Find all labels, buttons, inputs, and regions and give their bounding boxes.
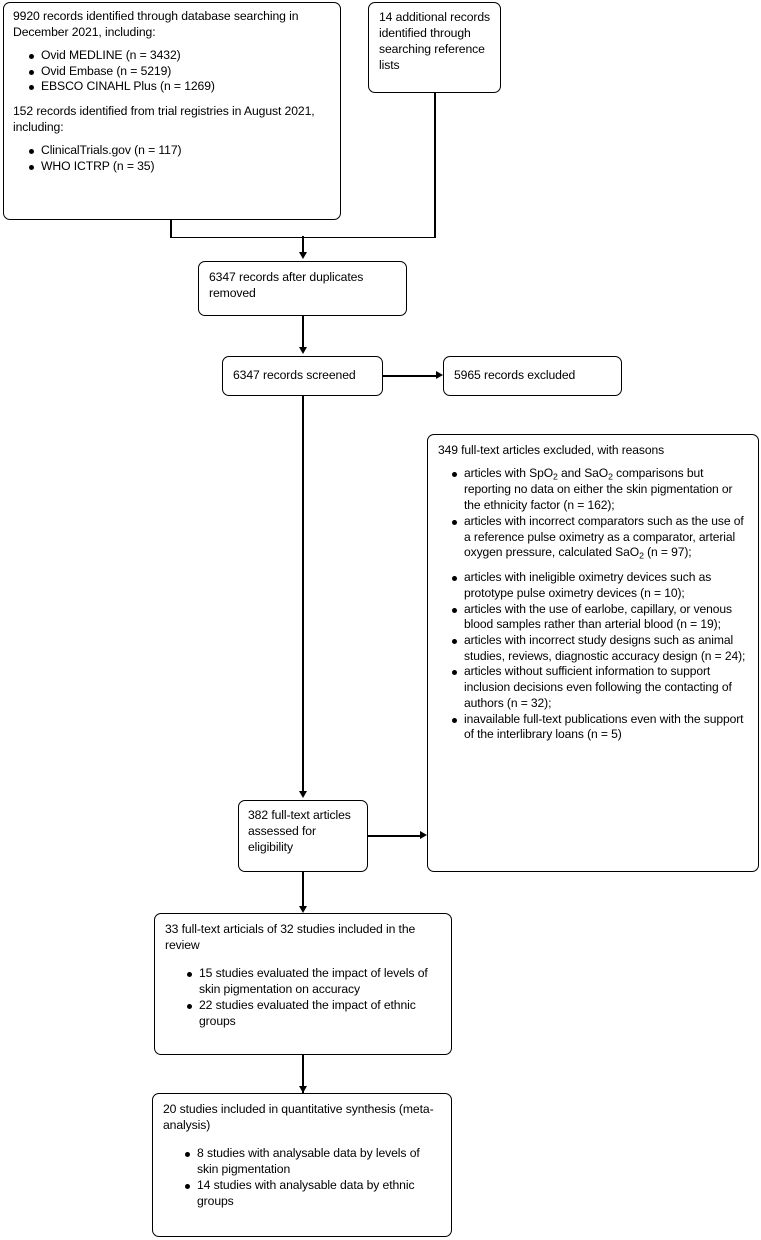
arrowhead-to-excluded xyxy=(436,371,443,379)
box-included-in-review: 33 full-text articials of 32 studies inc… xyxy=(154,913,452,1055)
records-screened-text: 6347 records screened xyxy=(233,368,356,383)
connector-screened-to-fulltext xyxy=(302,396,304,792)
list-item: ClinicalTrials.gov (n = 117) xyxy=(29,143,332,159)
list-item: WHO ICTRP (n = 35) xyxy=(29,159,332,175)
exclusion-reasons-list: articles with SpO2 and SaO2 comparisons … xyxy=(438,466,750,743)
list-item: Ovid Embase (n = 5219) xyxy=(29,64,332,80)
list-item: inavailable full-text publications even … xyxy=(452,712,750,743)
box-records-identified-databases: 9920 records identified through database… xyxy=(3,2,341,220)
additional-records-text: 14 additional records identified through… xyxy=(379,10,491,72)
arrowhead-to-screened xyxy=(298,347,307,354)
list-item: articles with incorrect study designs su… xyxy=(452,633,750,664)
connector-additional-down xyxy=(434,93,436,238)
box-records-screened: 6347 records screened xyxy=(222,356,383,396)
arrowhead-to-duplicates xyxy=(298,252,307,259)
list-item: Ovid MEDLINE (n = 3432) xyxy=(29,48,332,64)
connector-databases-down xyxy=(170,220,172,238)
connector-included-to-meta xyxy=(302,1055,304,1093)
list-item: 8 studies with analysable data by levels… xyxy=(185,1146,443,1178)
duplicates-removed-text: 6347 records after duplicates removed xyxy=(209,270,364,300)
arrowhead-to-exclusions xyxy=(420,831,427,839)
registries-heading: 152 records identified from trial regist… xyxy=(13,104,315,135)
list-item: 15 studies evaluated the impact of level… xyxy=(187,966,443,998)
arrowhead-to-meta-analysis xyxy=(298,1086,307,1093)
connector-fulltext-to-exclusions xyxy=(368,835,422,837)
box-additional-records: 14 additional records identified through… xyxy=(368,2,501,93)
box-fulltext-assessed: 382 full-text articles assessed for elig… xyxy=(238,800,368,872)
fulltext-assessed-text: 382 full-text articles assessed for elig… xyxy=(248,808,351,854)
arrowhead-to-included-review xyxy=(298,906,307,913)
included-review-heading: 33 full-text articials of 32 studies inc… xyxy=(165,922,416,952)
list-item: 22 studies evaluated the impact of ethni… xyxy=(187,998,443,1030)
connector-duplicates-to-screened xyxy=(302,316,304,348)
included-meta-list: 8 studies with analysable data by levels… xyxy=(163,1146,443,1210)
arrowhead-to-fulltext xyxy=(298,791,307,798)
connector-screened-to-excluded xyxy=(383,375,438,377)
list-item: articles with incorrect comparators such… xyxy=(452,514,750,562)
list-item: 14 studies with analysable data by ethni… xyxy=(185,1178,443,1210)
list-item: articles with SpO2 and SaO2 comparisons … xyxy=(452,466,750,514)
databases-heading: 9920 records identified through database… xyxy=(13,9,299,39)
registry-source-list: ClinicalTrials.gov (n = 117) WHO ICTRP (… xyxy=(13,143,332,175)
list-item: articles with the use of earlobe, capill… xyxy=(452,602,750,633)
list-item: articles without sufficient information … xyxy=(452,664,750,711)
database-source-list: Ovid MEDLINE (n = 3432) Ovid Embase (n =… xyxy=(13,48,332,96)
connector-fulltext-to-included xyxy=(302,872,304,908)
box-records-excluded: 5965 records excluded xyxy=(443,356,622,396)
included-review-list: 15 studies evaluated the impact of level… xyxy=(165,966,443,1030)
records-excluded-text: 5965 records excluded xyxy=(454,368,576,383)
included-meta-heading: 20 studies included in quantitative synt… xyxy=(163,1102,434,1132)
exclusions-heading: 349 full-text articles excluded, with re… xyxy=(438,443,665,457)
list-item: articles with ineligible oximetry device… xyxy=(452,570,750,601)
box-fulltext-excluded-reasons: 349 full-text articles excluded, with re… xyxy=(427,434,759,872)
box-duplicates-removed: 6347 records after duplicates removed xyxy=(198,261,407,316)
box-included-in-meta-analysis: 20 studies included in quantitative synt… xyxy=(152,1093,452,1237)
list-item: EBSCO CINAHL Plus (n = 1269) xyxy=(29,79,332,95)
connector-merge-to-duplicates xyxy=(302,236,304,254)
